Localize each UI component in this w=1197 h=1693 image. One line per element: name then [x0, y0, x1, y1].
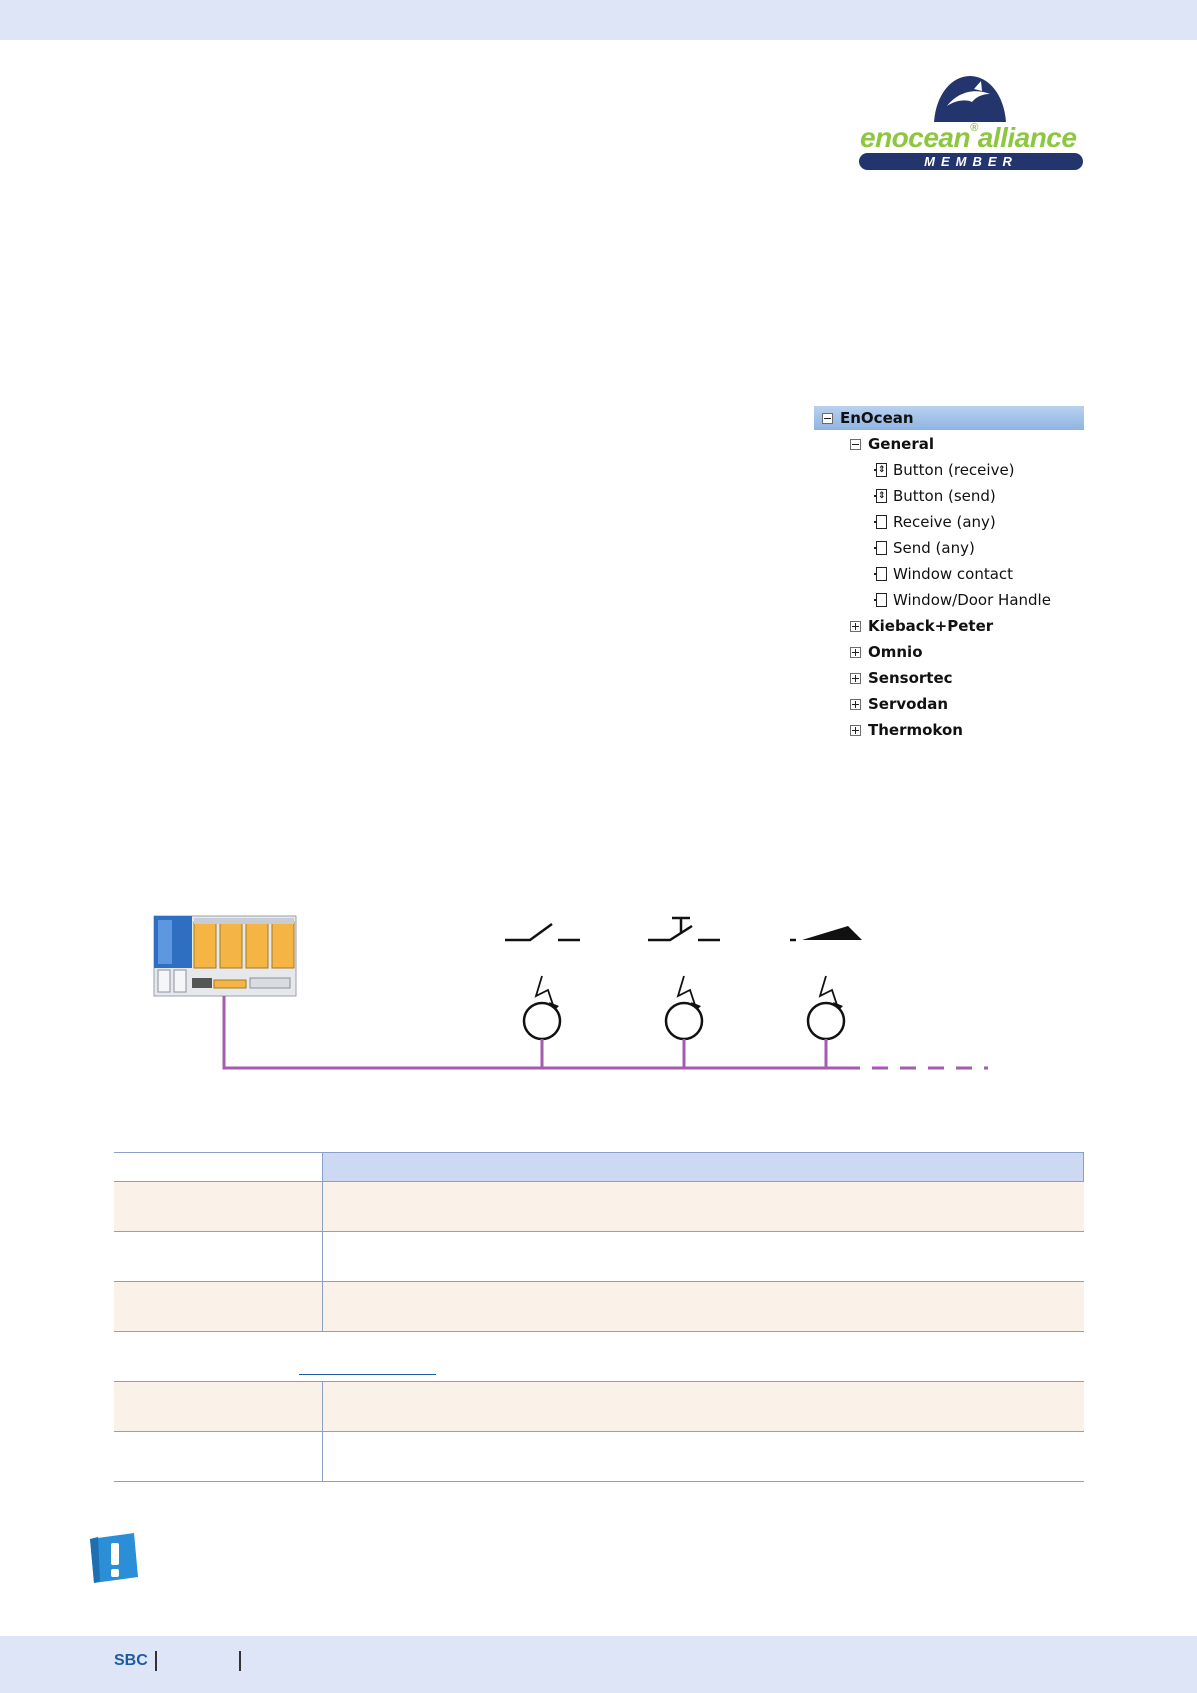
- table-cell: [114, 1181, 323, 1232]
- note-exclamation-icon: [90, 1533, 138, 1583]
- tree-item-label: Thermokon: [868, 721, 963, 739]
- tree-item-button-send[interactable]: ⇕ Button (send): [874, 484, 996, 508]
- tree-item-kieback-peter[interactable]: Kieback+Peter: [850, 614, 993, 638]
- table-row: [114, 1281, 1084, 1332]
- table-row: [114, 1431, 1084, 1482]
- device-analog-sensor: [790, 926, 862, 1068]
- table-row: [114, 1381, 1084, 1432]
- tree-item-label: Sensortec: [868, 669, 953, 687]
- tree-item-button-receive[interactable]: ⇕ Button (receive): [874, 458, 1015, 482]
- tree-item-receive-any[interactable]: Receive (any): [874, 510, 996, 534]
- function-block-icon: [874, 592, 888, 608]
- function-block-icon: [874, 514, 888, 530]
- table-cell: [321, 1431, 1084, 1482]
- tree-item-omnio[interactable]: Omnio: [850, 640, 923, 664]
- device-switch: [505, 922, 580, 1068]
- tree-item-label: Button (receive): [893, 461, 1015, 479]
- parameter-table-2: [114, 1381, 1084, 1482]
- device-push-button: [648, 916, 720, 1068]
- bus-line: [222, 996, 988, 1070]
- tree-item-label: Receive (any): [893, 513, 996, 531]
- table-row: [114, 1181, 1084, 1232]
- function-block-icon: [874, 540, 888, 556]
- tree-expand-icon[interactable]: [850, 672, 861, 684]
- tree-item-enocean[interactable]: EnOcean: [814, 406, 1084, 430]
- tree-item-label: Window contact: [893, 565, 1014, 583]
- table-cell: [321, 1281, 1084, 1332]
- table-header-row: [114, 1152, 1084, 1182]
- tree-item-label: Window/Door Handle: [893, 591, 1051, 609]
- enocean-dolphin-icon: [934, 76, 1006, 122]
- tree-item-send-any[interactable]: Send (any): [874, 536, 975, 560]
- footer-separator: [155, 1651, 157, 1671]
- parameter-table-1: [114, 1152, 1084, 1332]
- footer-brand: SBC: [114, 1652, 148, 1669]
- tree-item-general[interactable]: General: [850, 432, 934, 456]
- footer-band: [0, 1636, 1197, 1693]
- table-header-cell: [321, 1152, 1084, 1182]
- table-header-cell: [114, 1152, 323, 1182]
- tree-collapse-icon[interactable]: [850, 438, 861, 450]
- tree-collapse-icon[interactable]: [822, 412, 833, 424]
- table-row: [114, 1231, 1084, 1282]
- hyperlink-underline[interactable]: [299, 1374, 436, 1375]
- tree-expand-icon[interactable]: [850, 698, 861, 710]
- tree-item-servodan[interactable]: Servodan: [850, 692, 948, 716]
- tree-item-sensortec[interactable]: Sensortec: [850, 666, 953, 690]
- pcd-controller-image: [153, 915, 297, 997]
- header-band: [0, 0, 1197, 40]
- tree-item-label: Kieback+Peter: [868, 617, 994, 635]
- enocean-bus-diagram: [153, 915, 988, 1070]
- tree-item-window-door-handle[interactable]: Window/Door Handle: [874, 588, 1051, 612]
- tree-expand-icon[interactable]: [850, 620, 861, 632]
- tree-expand-icon[interactable]: [850, 646, 861, 658]
- tree-item-label: Omnio: [868, 643, 923, 661]
- table-cell: [114, 1381, 323, 1432]
- table-cell: [321, 1181, 1084, 1232]
- logo-member-bar: [859, 153, 1083, 170]
- function-block-icon: [874, 566, 888, 582]
- table-cell: [114, 1431, 323, 1482]
- tree-expand-icon[interactable]: [850, 724, 861, 736]
- tree-item-label: General: [868, 435, 934, 453]
- tree-item-window-contact[interactable]: Window contact: [874, 562, 1013, 586]
- tree-item-label: EnOcean: [840, 409, 914, 427]
- table-cell: [114, 1281, 323, 1332]
- logo-wordmark: enocean®alliance: [860, 122, 1077, 153]
- logo-member-label: MEMBER: [924, 154, 1018, 169]
- function-block-icon: ⇕: [874, 488, 888, 504]
- table-cell: [321, 1231, 1084, 1282]
- tree-item-label: Send (any): [893, 539, 975, 557]
- table-cell: [114, 1231, 323, 1282]
- tree-item-thermokon[interactable]: Thermokon: [850, 718, 963, 742]
- table-cell: [321, 1381, 1084, 1432]
- footer-separator: [239, 1651, 241, 1671]
- tree-item-label: Servodan: [868, 695, 948, 713]
- function-block-icon: ⇕: [874, 462, 888, 478]
- tree-item-label: Button (send): [893, 487, 996, 505]
